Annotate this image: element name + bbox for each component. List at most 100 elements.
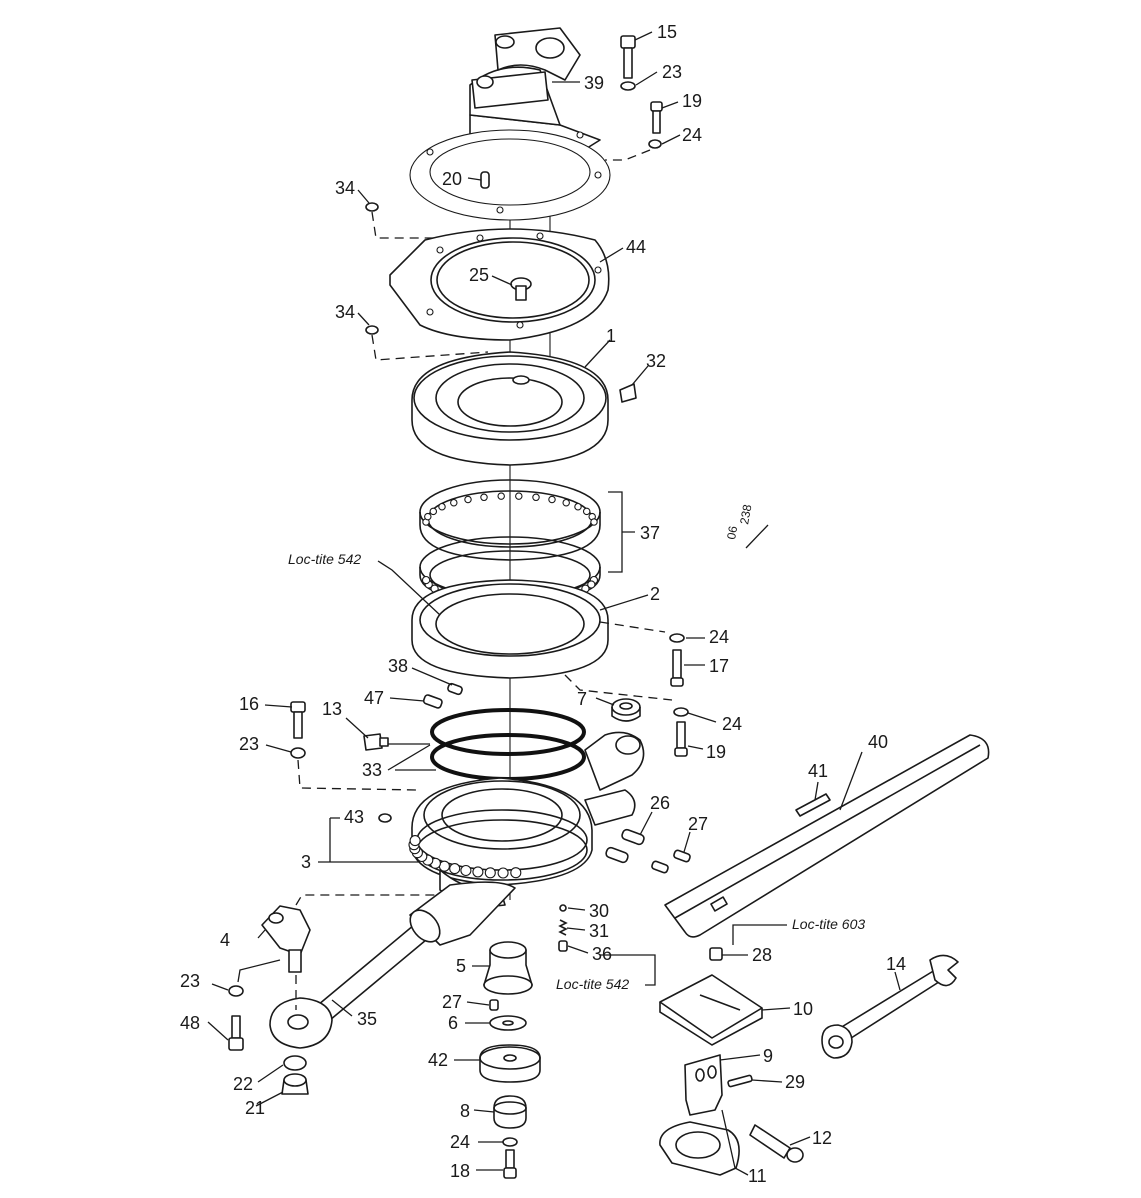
ball xyxy=(515,492,523,500)
callout-40: 40 xyxy=(868,732,888,752)
callout-8: 8 xyxy=(460,1101,470,1121)
callout-23-top: 23 xyxy=(662,62,682,82)
drawing-reference: 238 06 xyxy=(724,503,754,540)
bushing-7 xyxy=(611,698,641,722)
callout-6: 6 xyxy=(448,1013,458,1033)
callout-24-top: 24 xyxy=(682,125,702,145)
callout-44: 44 xyxy=(626,237,646,257)
bolt-16 xyxy=(290,701,306,759)
ball xyxy=(497,492,505,500)
pin-27 xyxy=(651,849,691,874)
mounting-plate xyxy=(389,228,610,341)
callout-33: 33 xyxy=(362,760,382,780)
drawing-number: 238 xyxy=(737,503,754,525)
pin xyxy=(480,171,490,189)
leader-loctite-603 xyxy=(732,924,787,945)
ball xyxy=(587,580,596,589)
callout-18: 18 xyxy=(450,1161,470,1181)
callout-24-bottom: 24 xyxy=(450,1132,470,1152)
tension-screw xyxy=(749,1124,804,1163)
callout-19-mid: 19 xyxy=(706,742,726,762)
nut-21 xyxy=(281,1073,309,1095)
nose-guide xyxy=(795,793,831,817)
ball xyxy=(424,512,432,521)
callout-43: 43 xyxy=(344,807,364,827)
callout-16: 16 xyxy=(239,694,259,714)
dash-ring-to-bolts xyxy=(599,621,666,633)
bracket-37 xyxy=(608,491,635,573)
ball xyxy=(590,518,598,526)
ball xyxy=(460,864,472,877)
callout-1: 1 xyxy=(606,326,616,346)
ball xyxy=(574,502,582,511)
plug-13 xyxy=(363,733,389,751)
ball xyxy=(497,867,509,879)
bar-clamp xyxy=(659,974,763,1046)
callout-17: 17 xyxy=(709,656,729,676)
callout-27-lower: 27 xyxy=(442,992,462,1012)
bracket-36 xyxy=(600,954,656,986)
callout-9: 9 xyxy=(763,1046,773,1066)
callout-34-upper: 34 xyxy=(335,178,355,198)
bolt-17 xyxy=(669,633,685,687)
callout-15: 15 xyxy=(657,22,677,42)
ball xyxy=(510,867,522,879)
ball xyxy=(472,866,484,878)
pin-27-lower xyxy=(489,999,499,1011)
leader-lines xyxy=(207,31,901,1176)
pin-26 xyxy=(605,828,645,864)
ball xyxy=(438,502,446,511)
detent-set xyxy=(558,904,568,952)
callout-14: 14 xyxy=(886,954,906,974)
sleeve-28 xyxy=(709,947,723,961)
drawing-year: 06 xyxy=(724,525,740,541)
bolt-18 xyxy=(502,1137,518,1179)
ball xyxy=(421,575,431,585)
callout-23-left: 23 xyxy=(239,734,259,754)
bolt-48 xyxy=(228,985,244,1051)
housing-balls xyxy=(408,835,522,879)
hydraulic-cylinder xyxy=(269,881,516,1049)
bracket-3 xyxy=(318,817,420,863)
callout-48: 48 xyxy=(180,1013,200,1033)
bracket-to-washer xyxy=(237,959,281,983)
flange-42 xyxy=(479,1044,541,1083)
cylinder-bracket xyxy=(261,905,311,973)
callout-41: 41 xyxy=(808,761,828,781)
callout-42: 42 xyxy=(428,1050,448,1070)
callout-13: 13 xyxy=(322,699,342,719)
dash-ring-to-bolts-lower xyxy=(564,674,673,701)
note-loctite-603: Loc-tite 603 xyxy=(792,916,865,932)
callout-39: 39 xyxy=(584,73,604,93)
bushing-8 xyxy=(493,1095,527,1129)
callout-31: 31 xyxy=(589,921,609,941)
ball xyxy=(409,835,421,847)
clamp-bracket xyxy=(684,1054,723,1116)
callout-28: 28 xyxy=(752,945,772,965)
callout-25: 25 xyxy=(469,265,489,285)
o-rings xyxy=(430,708,586,781)
ball xyxy=(582,507,591,516)
washer-upper xyxy=(365,202,488,239)
callout-36: 36 xyxy=(592,944,612,964)
callout-12: 12 xyxy=(812,1128,832,1148)
drive-hub xyxy=(483,941,533,995)
dash-bracket xyxy=(295,894,440,906)
callout-21: 21 xyxy=(245,1098,265,1118)
callout-10: 10 xyxy=(793,999,813,1019)
callout-11: 11 xyxy=(748,1166,767,1186)
callout-19-top: 19 xyxy=(682,91,702,111)
callout-4: 4 xyxy=(220,930,230,950)
guide-bar xyxy=(664,734,990,938)
callout-37: 37 xyxy=(640,523,660,543)
callout-34-lower: 34 xyxy=(335,302,355,322)
callout-24-mid: 24 xyxy=(722,714,742,734)
callout-2: 2 xyxy=(650,584,660,604)
dash-bolt16 xyxy=(297,759,419,791)
washer-22 xyxy=(283,1055,307,1071)
bolt-top-right xyxy=(648,101,663,149)
callout-24-right: 24 xyxy=(709,627,729,647)
callout-labels: 15 23 39 19 24 20 34 44 25 34 1 32 37 Lo… xyxy=(180,22,906,1186)
ball xyxy=(464,495,472,504)
